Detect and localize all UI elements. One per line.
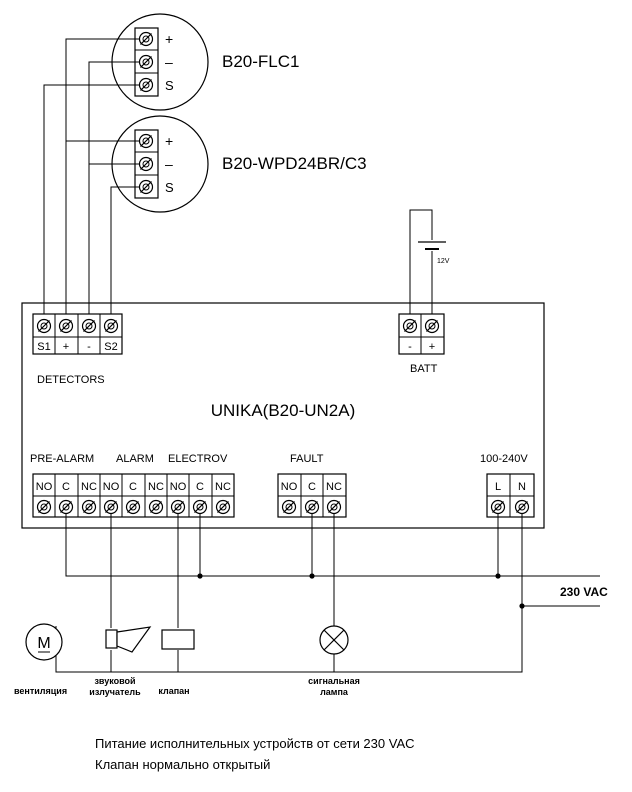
junction-dot bbox=[519, 603, 525, 609]
power-wires bbox=[55, 513, 600, 673]
fault-label: FAULT bbox=[290, 453, 324, 465]
screw-terminal bbox=[402, 318, 418, 334]
sensor-wpd24-model: B20-WPD24BR/C3 bbox=[222, 154, 367, 173]
contact-c: C bbox=[308, 481, 316, 493]
power-terminal-block: L N bbox=[486, 473, 535, 518]
unit-enclosure bbox=[21, 302, 545, 529]
battery: 12V bbox=[409, 209, 450, 318]
detector-wires bbox=[43, 38, 140, 318]
screw-terminal bbox=[103, 499, 119, 515]
detectors-label: DETECTORS bbox=[37, 374, 105, 386]
pre-alarm-label: PRE-ALARM bbox=[30, 453, 94, 465]
unit-title: UNIKA(B20-UN2A) bbox=[211, 401, 356, 420]
screw-terminal bbox=[138, 54, 154, 70]
sensor-flc1: + – S B20-FLC1 bbox=[111, 13, 299, 111]
screw-terminal bbox=[36, 318, 52, 334]
unika-unit: S1 + - S2 DETECTORS - + BATT UNIKA(B20-U… bbox=[21, 302, 545, 529]
screw-terminal bbox=[170, 499, 186, 515]
sensor-wpd24-terminal-s: S bbox=[165, 180, 174, 195]
detector-terminal-block: S1 + - S2 bbox=[32, 313, 123, 355]
screw-terminal bbox=[138, 77, 154, 93]
note-valve-type: Клапан нормально открытый bbox=[95, 757, 271, 772]
terminal-s2: S2 bbox=[104, 341, 117, 353]
contact-no: NO bbox=[103, 481, 120, 493]
screw-terminal bbox=[424, 318, 440, 334]
supply-label: 230 VAC bbox=[560, 585, 608, 599]
sensor-flc1-terminal-minus: – bbox=[165, 54, 173, 70]
contact-nc: NC bbox=[81, 481, 97, 493]
terminal-l: L bbox=[495, 481, 501, 493]
screw-terminal bbox=[138, 133, 154, 149]
electrov-label: ELECTROV bbox=[168, 453, 228, 465]
screw-terminal bbox=[58, 318, 74, 334]
screw-terminal bbox=[81, 499, 97, 515]
terminal-n: N bbox=[518, 481, 526, 493]
terminal-s1: S1 bbox=[37, 341, 50, 353]
lamp-label-line1: сигнальная bbox=[308, 676, 360, 686]
contact-no: NO bbox=[36, 481, 53, 493]
relay-terminal-block: NO C NC NO C NC NO C NC bbox=[32, 473, 235, 518]
power-label: 100-240V bbox=[480, 453, 528, 465]
screw-terminal bbox=[326, 499, 342, 515]
junction-dot bbox=[197, 573, 203, 579]
screw-terminal bbox=[138, 31, 154, 47]
battery-label: BATT bbox=[410, 363, 438, 375]
motor-label: вентиляция bbox=[14, 686, 67, 696]
motor-symbol: M bbox=[37, 635, 50, 652]
screw-terminal bbox=[281, 499, 297, 515]
contact-no: NO bbox=[170, 481, 187, 493]
screw-terminal bbox=[514, 499, 530, 515]
screw-terminal bbox=[138, 156, 154, 172]
terminal-minus: - bbox=[87, 341, 91, 353]
screw-terminal bbox=[81, 318, 97, 334]
contact-nc: NC bbox=[326, 481, 342, 493]
buzzer-label-line1: звуковой bbox=[94, 676, 135, 686]
screw-terminal bbox=[304, 499, 320, 515]
screw-terminal bbox=[103, 318, 119, 334]
terminal-plus: + bbox=[63, 341, 69, 353]
signal-lamp: сигнальная лампа bbox=[308, 625, 360, 697]
buzzer-label-line2: излучатель bbox=[89, 687, 141, 697]
valve-coil: клапан bbox=[158, 629, 195, 696]
screw-terminal bbox=[138, 179, 154, 195]
fault-terminal-block: NO C NC bbox=[277, 473, 347, 518]
contact-c: C bbox=[62, 481, 70, 493]
screw-terminal bbox=[215, 499, 231, 515]
battery-terminal-block: - + bbox=[398, 313, 445, 355]
contact-nc: NC bbox=[215, 481, 231, 493]
ventilation-motor: M вентиляция bbox=[14, 623, 67, 696]
screw-terminal bbox=[58, 499, 74, 515]
contact-no: NO bbox=[281, 481, 298, 493]
note-power-supply: Питание исполнительных устройств от сети… bbox=[95, 736, 415, 751]
screw-terminal bbox=[148, 499, 164, 515]
sensor-wpd24-terminal-plus: + bbox=[165, 133, 173, 149]
batt-terminal-minus: - bbox=[408, 341, 412, 353]
junction-dot bbox=[495, 573, 501, 579]
screw-terminal bbox=[192, 499, 208, 515]
alarm-label: ALARM bbox=[116, 453, 154, 465]
valve-label: клапан bbox=[158, 686, 189, 696]
screw-terminal bbox=[125, 499, 141, 515]
sensor-flc1-model: B20-FLC1 bbox=[222, 52, 299, 71]
screw-terminal bbox=[36, 499, 52, 515]
lamp-label-line2: лампа bbox=[320, 687, 349, 697]
junction-dot bbox=[309, 573, 315, 579]
sensor-flc1-terminal-s: S bbox=[165, 78, 174, 93]
screw-terminal bbox=[490, 499, 506, 515]
sensor-wpd24-terminal-minus: – bbox=[165, 156, 173, 172]
contact-nc: NC bbox=[148, 481, 164, 493]
batt-terminal-plus: + bbox=[429, 341, 435, 353]
battery-voltage: 12V bbox=[437, 258, 450, 265]
sensor-wpd24: + – S B20-WPD24BR/C3 bbox=[111, 115, 367, 213]
sensor-flc1-terminal-plus: + bbox=[165, 31, 173, 47]
contact-c: C bbox=[129, 481, 137, 493]
contact-c: C bbox=[196, 481, 204, 493]
buzzer: звуковой излучатель bbox=[89, 626, 152, 697]
